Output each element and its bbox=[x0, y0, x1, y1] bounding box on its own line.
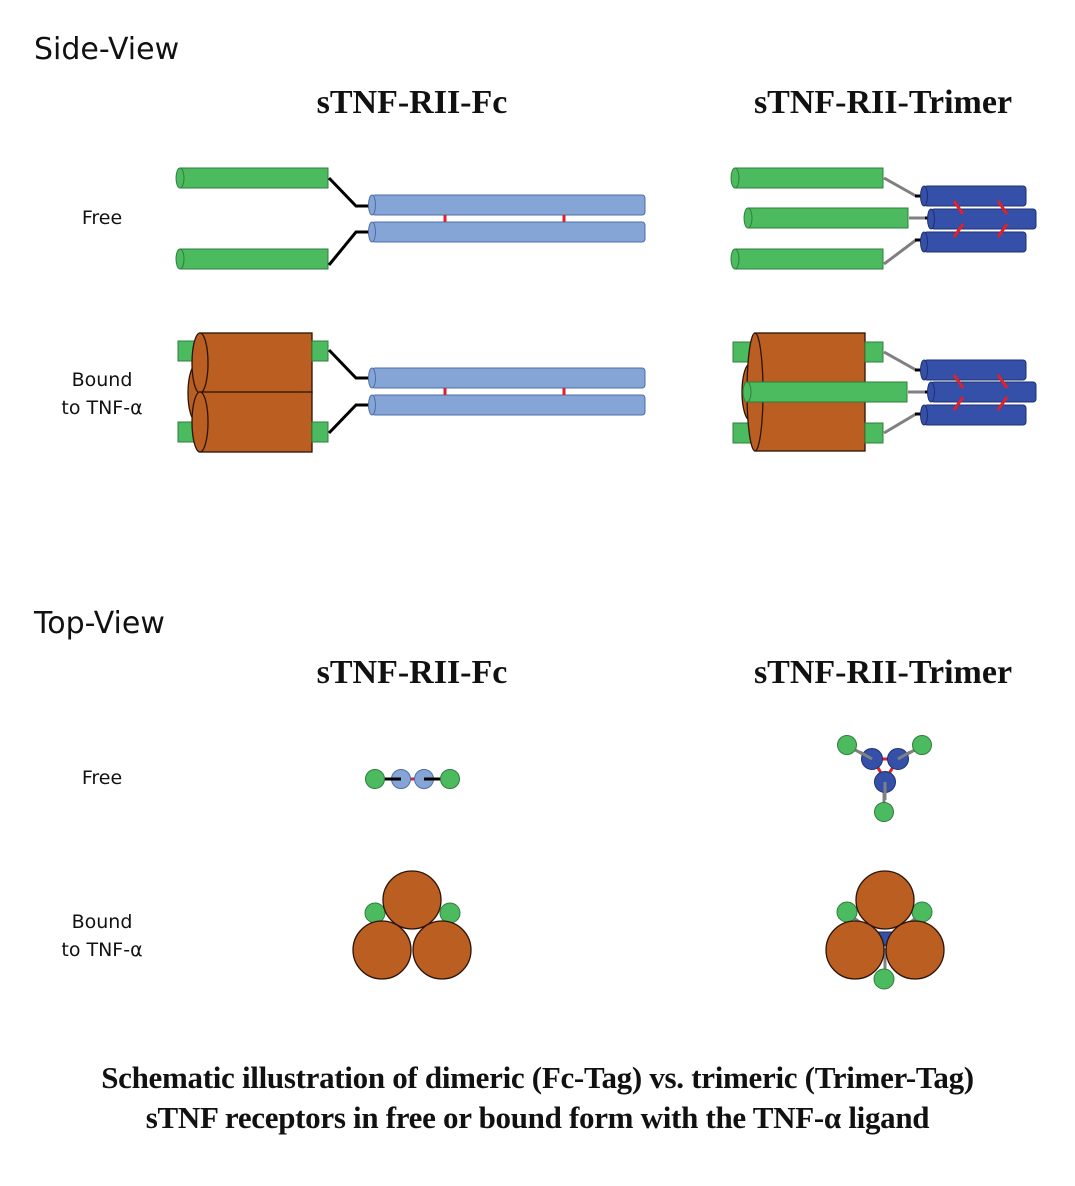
disulfide-bond bbox=[996, 396, 1009, 411]
fc-cylinder bbox=[368, 394, 646, 416]
receptor-disc bbox=[873, 968, 895, 990]
side-bound-label-line2: to TNF-α bbox=[61, 397, 143, 419]
linker bbox=[327, 403, 372, 435]
tnf-disc bbox=[412, 920, 472, 980]
caption-line2: sTNF receptors in free or bound form wit… bbox=[145, 1100, 930, 1135]
receptor-disc bbox=[364, 902, 386, 924]
receptor-stub bbox=[311, 421, 329, 443]
tnf-disc bbox=[855, 870, 915, 930]
side-trimer-free bbox=[730, 167, 1037, 270]
receptor-disc bbox=[874, 802, 894, 822]
receptor-disc bbox=[365, 769, 385, 789]
receptor-cylinder bbox=[175, 167, 329, 189]
disulfide-bond bbox=[996, 200, 1009, 215]
linker bbox=[859, 750, 873, 761]
top-view-heading: Top-View bbox=[34, 606, 165, 641]
receptor-cylinder bbox=[730, 167, 884, 189]
receptor-cylinder bbox=[742, 381, 908, 403]
top-free-label: Free bbox=[81, 767, 123, 789]
side-trimer-bound bbox=[732, 332, 1037, 452]
receptor-stub bbox=[864, 422, 884, 444]
side-free-label: Free bbox=[81, 207, 123, 229]
side-fc-free bbox=[175, 167, 646, 270]
receptor-disc bbox=[912, 735, 932, 755]
figure-caption: Schematic illustration of dimeric (Fc-Ta… bbox=[0, 1058, 1075, 1138]
tnf-disc bbox=[825, 920, 885, 980]
linker bbox=[897, 750, 911, 761]
linker bbox=[883, 176, 917, 198]
disulfide-bond bbox=[952, 200, 965, 215]
top-fc-bound bbox=[352, 870, 472, 980]
disulfide-bond bbox=[952, 223, 965, 238]
disulfide-triangle bbox=[870, 757, 901, 783]
receptor-stub bbox=[864, 341, 884, 363]
fc-cylinder bbox=[368, 367, 646, 389]
side-fc-title: sTNF-RII-Fc bbox=[316, 84, 508, 121]
trimer-cylinder bbox=[920, 185, 1027, 207]
fc-cylinder bbox=[368, 194, 646, 216]
receptor-disc bbox=[836, 901, 858, 923]
receptor-disc bbox=[911, 901, 933, 923]
top-bound-label-line1: Bound bbox=[71, 911, 133, 933]
tnf-cylinder bbox=[191, 332, 313, 394]
receptor-stub bbox=[311, 340, 329, 362]
top-trimer-title: sTNF-RII-Trimer bbox=[753, 654, 1013, 691]
side-bound-label-line1: Bound bbox=[71, 369, 133, 391]
receptor-disc bbox=[439, 902, 461, 924]
fc-cylinder bbox=[368, 221, 646, 243]
receptor-cylinder bbox=[730, 248, 884, 270]
top-fc-title: sTNF-RII-Fc bbox=[316, 654, 508, 691]
trimer-cylinder bbox=[920, 359, 1027, 381]
linker bbox=[327, 176, 372, 208]
side-trimer-title: sTNF-RII-Trimer bbox=[753, 84, 1013, 121]
trimer-cylinder bbox=[920, 231, 1027, 253]
disulfide-bond bbox=[996, 223, 1009, 238]
side-bound-label: Bound to TNF-α bbox=[42, 366, 162, 422]
trimer-cylinder bbox=[927, 381, 1037, 403]
top-bound-label-line2: to TNF-α bbox=[61, 939, 143, 961]
receptor-disc bbox=[837, 735, 857, 755]
top-bound-label: Bound to TNF-α bbox=[42, 908, 162, 964]
side-view-heading: Side-View bbox=[34, 32, 180, 67]
tnf-disc bbox=[885, 920, 945, 980]
linker bbox=[327, 230, 372, 266]
tnf-disc bbox=[352, 920, 412, 980]
top-trimer-free bbox=[837, 735, 932, 822]
disulfide-bond bbox=[996, 374, 1009, 389]
top-fc-free bbox=[365, 769, 460, 789]
disulfide-bond bbox=[952, 396, 965, 411]
tnf-cylinder bbox=[191, 391, 313, 453]
caption-line1: Schematic illustration of dimeric (Fc-Ta… bbox=[101, 1060, 974, 1095]
linker bbox=[327, 348, 372, 380]
tnf-disc bbox=[382, 870, 442, 930]
top-trimer-bound bbox=[825, 870, 945, 990]
receptor-cylinder bbox=[175, 248, 329, 270]
trimer-cylinder bbox=[920, 404, 1027, 426]
trimer-cylinder bbox=[927, 208, 1037, 230]
receptor-cylinder bbox=[743, 207, 909, 229]
disulfide-bond bbox=[952, 374, 965, 389]
side-fc-bound bbox=[177, 332, 646, 453]
linker bbox=[883, 412, 917, 435]
linker bbox=[883, 350, 917, 372]
linker bbox=[883, 238, 917, 266]
receptor-disc bbox=[440, 769, 460, 789]
